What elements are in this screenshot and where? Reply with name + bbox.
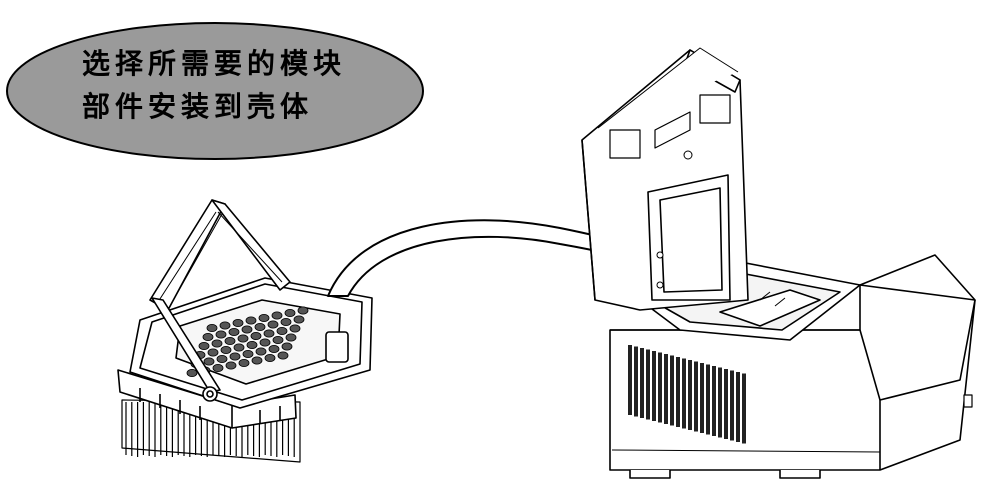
well xyxy=(186,368,198,377)
well xyxy=(251,356,263,365)
well xyxy=(280,317,292,326)
callout-line-1: 选择所需要的模块 xyxy=(82,47,347,80)
vent-slot xyxy=(736,372,740,442)
well xyxy=(206,323,218,332)
well xyxy=(220,345,232,354)
well xyxy=(224,336,236,345)
well xyxy=(242,349,254,358)
vent-slot xyxy=(658,352,662,423)
well xyxy=(216,354,228,363)
callout-line-2: 部件安装到壳体 xyxy=(82,90,314,123)
well xyxy=(211,339,223,348)
well xyxy=(202,332,214,341)
well xyxy=(272,335,284,344)
well xyxy=(238,358,250,367)
well xyxy=(284,308,296,317)
well xyxy=(219,321,231,330)
vent-slot xyxy=(730,370,734,441)
well xyxy=(198,341,210,350)
well xyxy=(232,318,244,327)
vent-slot xyxy=(688,360,692,430)
vent-slot xyxy=(640,348,644,418)
vent-slot xyxy=(670,355,674,426)
well xyxy=(254,322,266,331)
well xyxy=(271,311,283,320)
well xyxy=(229,352,241,361)
well xyxy=(225,361,237,370)
vent-slot xyxy=(706,364,710,435)
well xyxy=(241,325,253,334)
well xyxy=(259,338,271,347)
vent-slot xyxy=(634,346,638,417)
well xyxy=(264,353,276,362)
well xyxy=(246,340,258,349)
well xyxy=(289,324,301,333)
well xyxy=(215,330,227,339)
vent-slot xyxy=(718,367,722,438)
vent-slot xyxy=(652,351,656,421)
well xyxy=(281,342,293,351)
vent-slot xyxy=(742,373,746,444)
vent-slot xyxy=(724,369,728,439)
well xyxy=(258,313,270,322)
well xyxy=(245,316,257,325)
well xyxy=(276,326,288,335)
vent-slot xyxy=(694,361,698,432)
vent-slot xyxy=(712,366,716,436)
side-vents xyxy=(628,345,746,444)
well xyxy=(255,347,267,356)
vent-slot xyxy=(664,354,668,424)
well xyxy=(263,329,275,338)
vent-slot xyxy=(682,358,686,429)
vent-slot xyxy=(628,345,632,415)
well xyxy=(293,315,305,324)
vent-slot xyxy=(700,363,704,433)
thermal-block-module xyxy=(117,199,373,463)
well xyxy=(285,333,297,342)
well xyxy=(268,344,280,353)
well xyxy=(212,363,224,372)
vent-slot xyxy=(646,349,650,420)
well xyxy=(233,343,245,352)
instrument-housing xyxy=(581,47,976,479)
well xyxy=(267,320,279,329)
well xyxy=(207,348,219,357)
well xyxy=(237,334,249,343)
well xyxy=(203,357,215,366)
vent-slot xyxy=(676,357,680,427)
callout-bubble xyxy=(6,22,424,160)
well xyxy=(228,327,240,336)
well xyxy=(250,331,262,340)
well xyxy=(297,306,309,315)
well xyxy=(277,351,289,360)
